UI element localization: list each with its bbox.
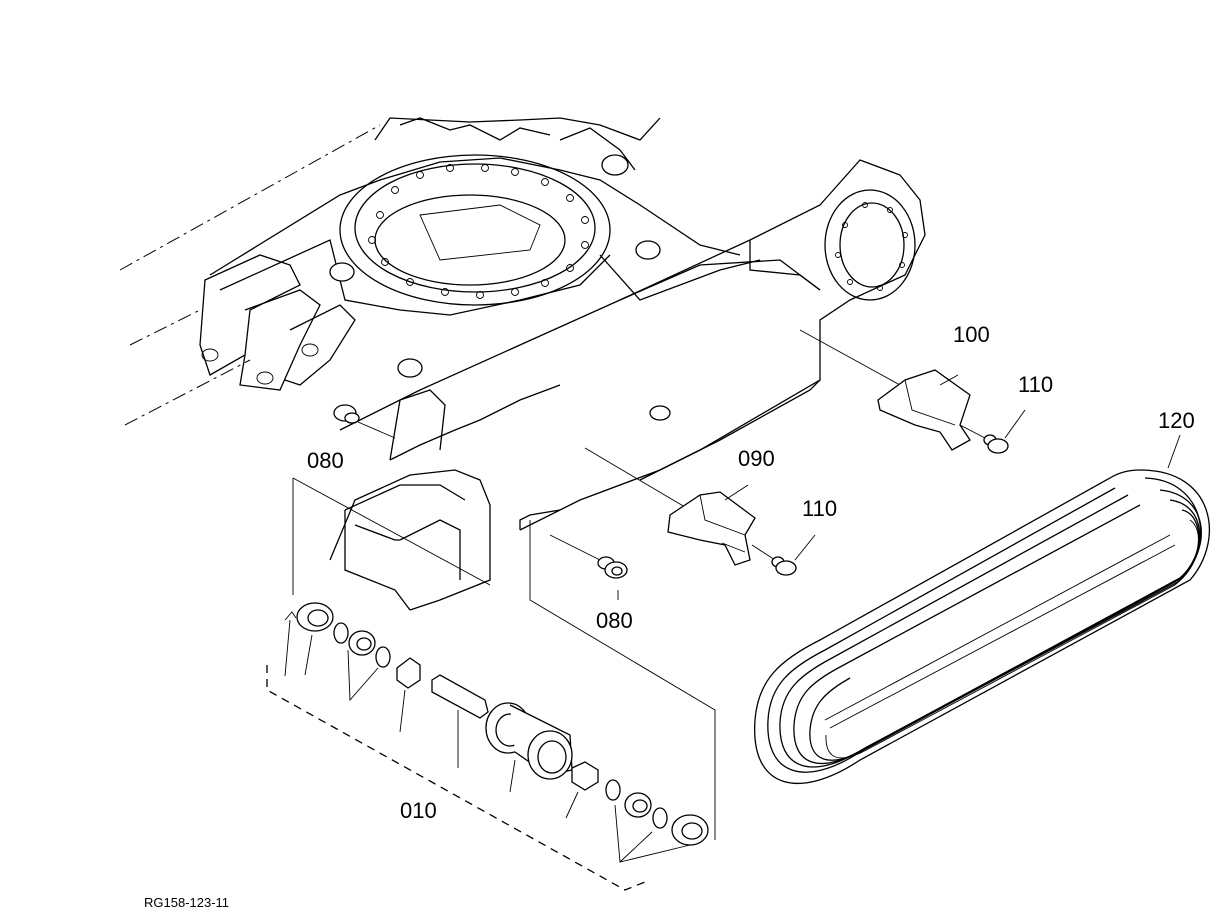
part-100-bracket bbox=[799, 329, 971, 451]
callout-110-lower: 110 bbox=[802, 496, 837, 521]
part-110-lower-bolt bbox=[771, 534, 816, 576]
reference-code: RG158-123-11 bbox=[144, 895, 229, 910]
track-frame bbox=[119, 117, 926, 840]
part-110-upper-bolt bbox=[959, 409, 1026, 454]
callout-080-lower: 080 bbox=[596, 608, 633, 633]
callout-010: 010 bbox=[400, 798, 437, 823]
callout-110-upper: 110 bbox=[1018, 372, 1053, 397]
part-120-rubber-track bbox=[754, 434, 1210, 784]
callout-090: 090 bbox=[738, 446, 775, 471]
callout-100: 100 bbox=[953, 322, 990, 347]
swing-bearing-ring bbox=[339, 154, 611, 306]
part-010-track-roller-assembly bbox=[266, 602, 709, 891]
callout-120: 120 bbox=[1158, 408, 1195, 433]
callout-080-upper: 080 bbox=[307, 448, 344, 473]
part-080-upper-bolt bbox=[333, 404, 396, 439]
part-080-lower-bolt bbox=[549, 534, 628, 600]
part-090-bracket bbox=[584, 447, 776, 566]
track-guard-housing bbox=[329, 469, 491, 611]
